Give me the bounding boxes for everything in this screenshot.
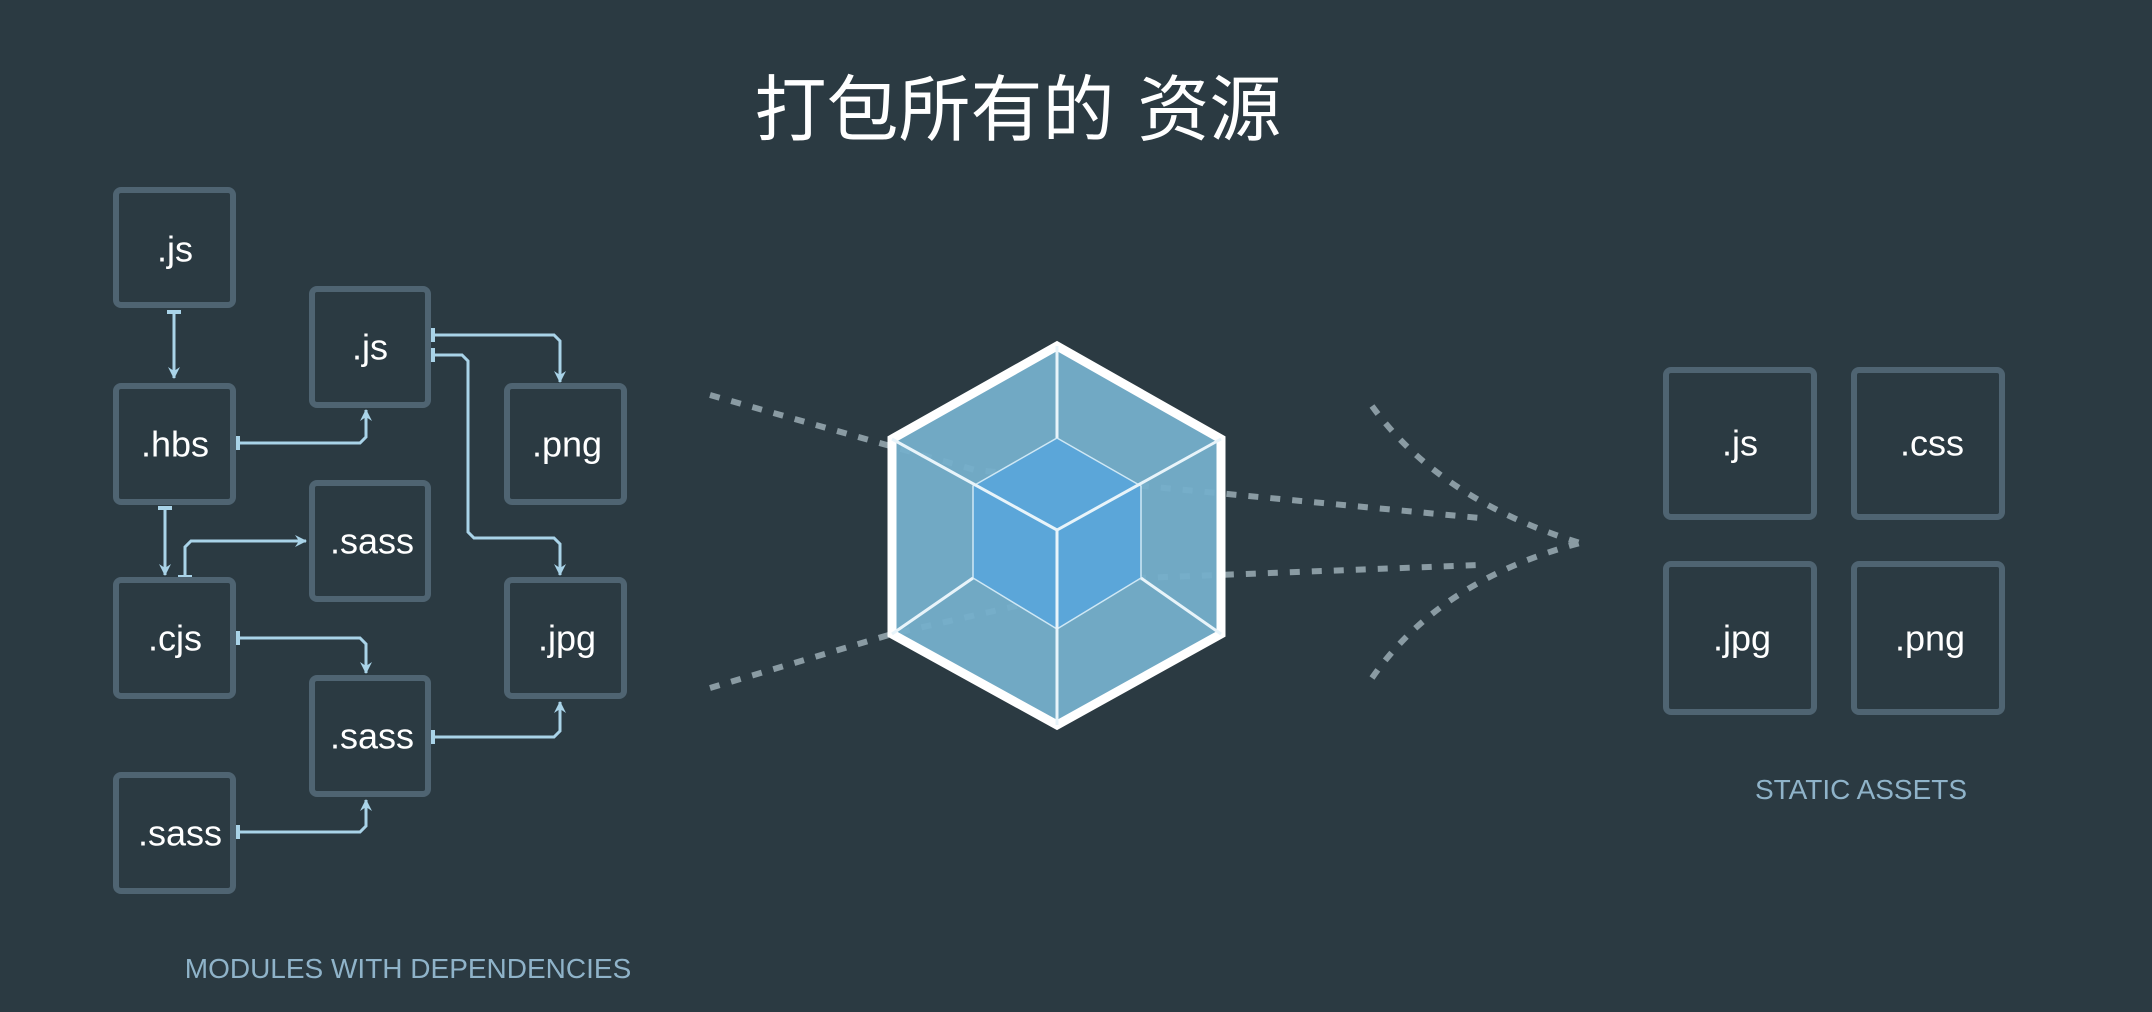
module-box-js: .js — [113, 187, 236, 308]
svg-text:.hbs: .hbs — [141, 424, 209, 465]
flow-line-in-top — [709, 392, 1481, 521]
webpack-cube-logo — [887, 340, 1226, 731]
flow-line-out-top — [1369, 404, 1581, 546]
asset-box-js: .js — [1663, 367, 1817, 520]
svg-text:.png: .png — [1895, 618, 1965, 659]
module-box-cjs: .cjs — [113, 577, 236, 699]
modules-caption: MODULES WITH DEPENDENCIES — [185, 953, 632, 984]
svg-text:.css: .css — [1900, 423, 1964, 464]
asset-box-png: .png — [1851, 561, 2005, 715]
flow-line-out-bottom — [1369, 540, 1581, 680]
module-box-sass: .sass — [113, 772, 236, 894]
module-box-jpg: .jpg — [504, 577, 627, 699]
svg-text:.cjs: .cjs — [148, 618, 202, 659]
assets-caption: STATIC ASSETS — [1755, 774, 1967, 805]
svg-text:.sass: .sass — [330, 716, 414, 757]
svg-text:.jpg: .jpg — [1713, 618, 1771, 659]
asset-box-css: .css — [1851, 367, 2005, 520]
svg-text:.js: .js — [352, 327, 388, 368]
module-box-js: .js — [309, 286, 431, 408]
module-box-sass: .sass — [309, 480, 431, 602]
module-box-hbs: .hbs — [113, 383, 236, 505]
svg-text:.sass: .sass — [138, 813, 222, 854]
svg-text:.sass: .sass — [330, 521, 414, 562]
module-box-png: .png — [504, 383, 627, 505]
module-box-sass: .sass — [309, 675, 431, 797]
svg-text:.js: .js — [1722, 423, 1758, 464]
svg-text:.png: .png — [532, 424, 602, 465]
svg-text:.js: .js — [157, 229, 193, 270]
page-title: 打包所有的 资源 — [755, 68, 1282, 152]
svg-text:.jpg: .jpg — [538, 618, 596, 659]
dependency-arrows — [158, 310, 566, 839]
asset-box-jpg: .jpg — [1663, 561, 1817, 715]
